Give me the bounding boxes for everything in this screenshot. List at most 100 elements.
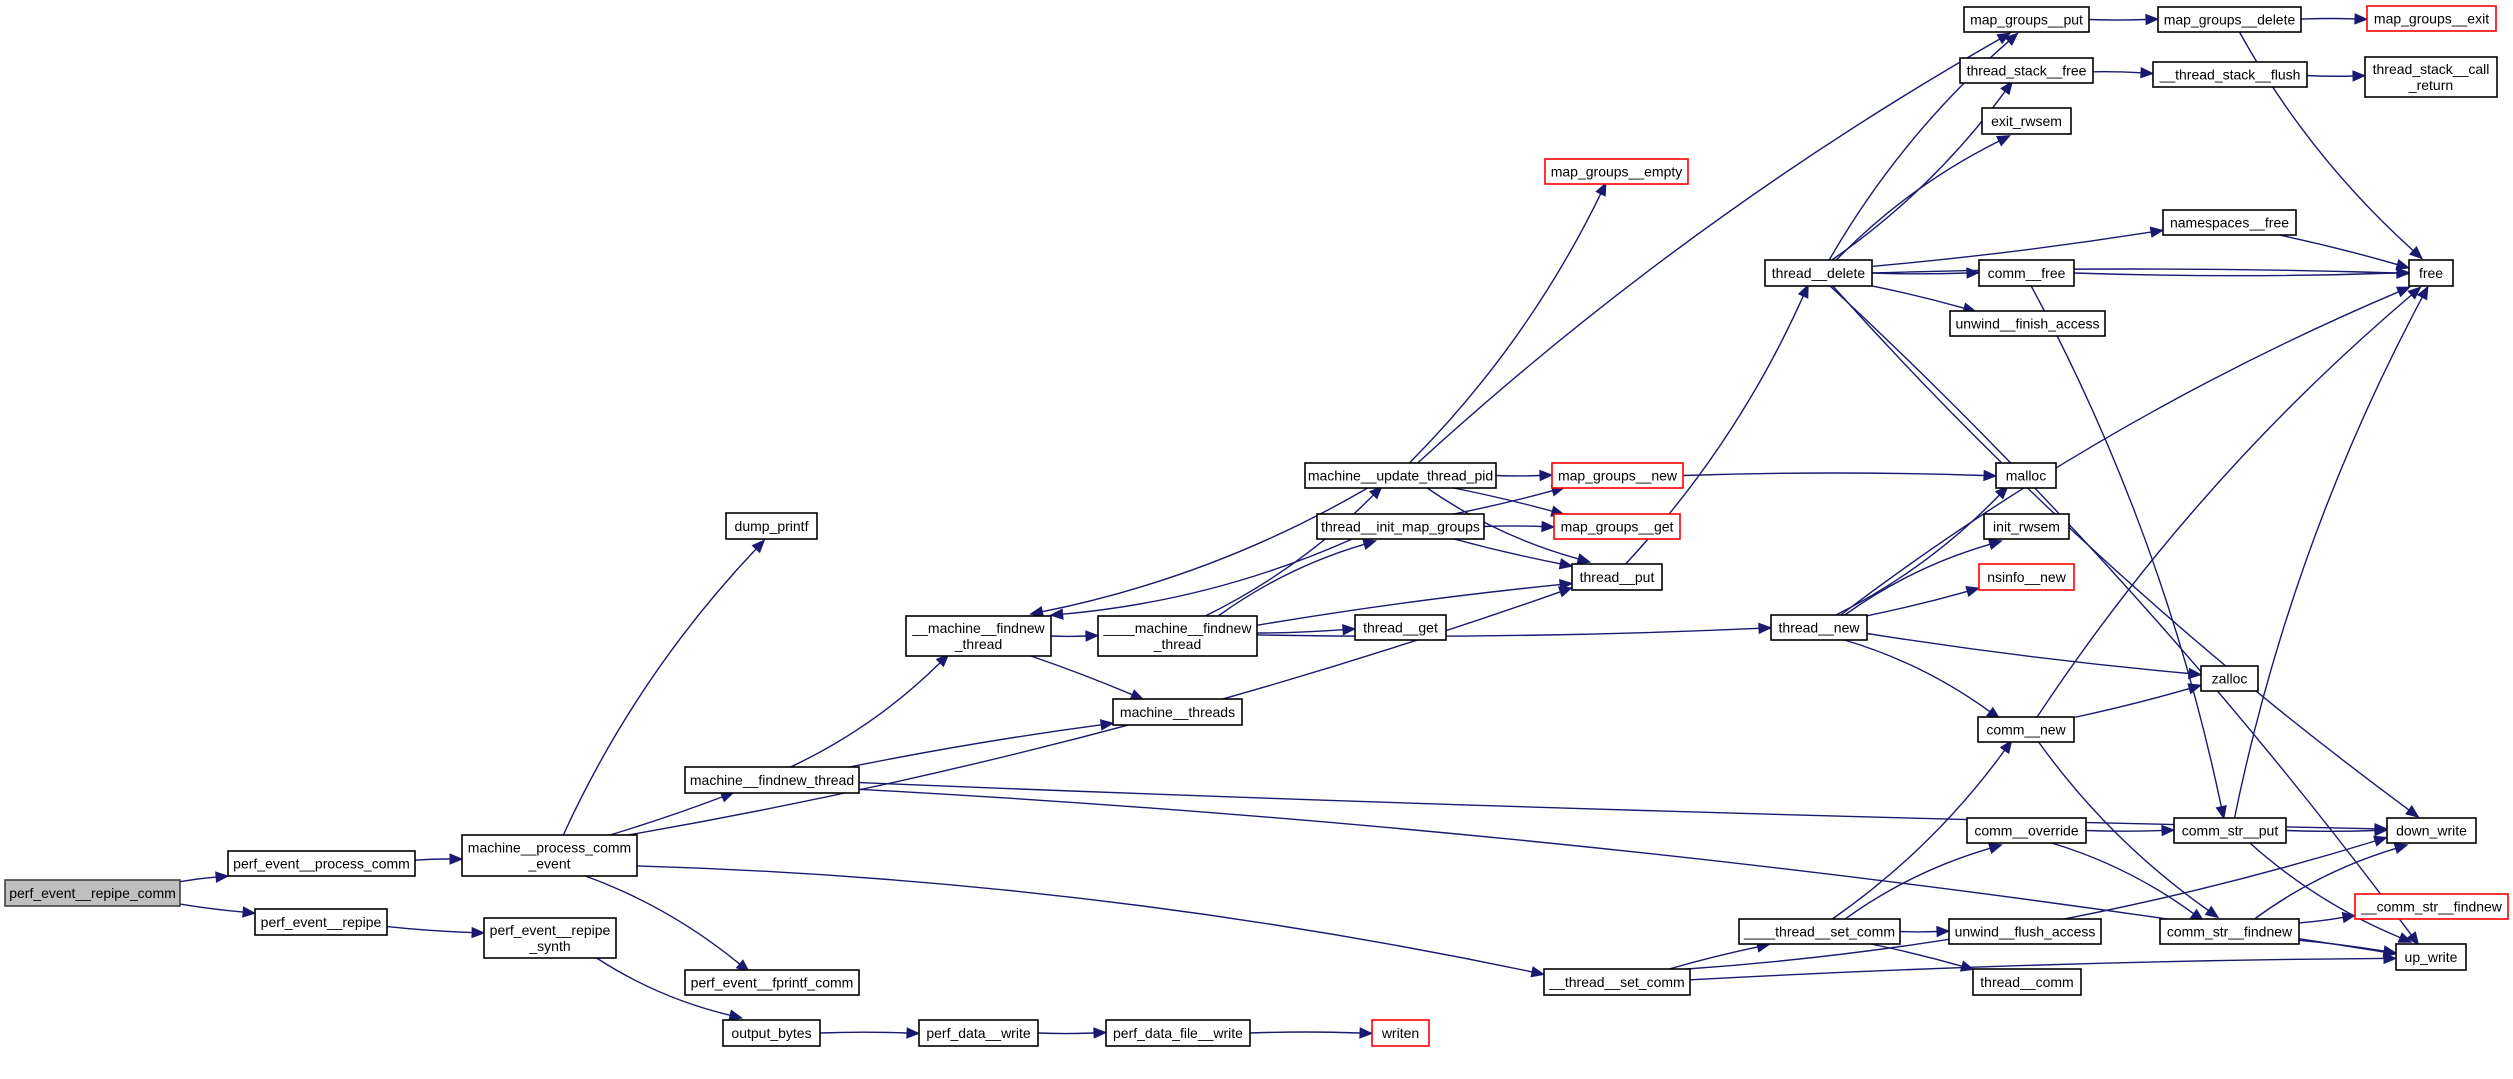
edge-line <box>179 903 244 913</box>
node-perf-event-repipe-comm[interactable]: perf_event__repipe_comm <box>4 879 181 907</box>
node-machine-process-comm-event[interactable]: machine__process_comm_event <box>461 834 638 877</box>
node-map-groups-put[interactable]: map_groups__put <box>1963 6 2090 33</box>
node-map-groups-get[interactable]: map_groups__get <box>1553 513 1681 540</box>
edge-line <box>849 724 1102 768</box>
edge-line <box>2306 74 2354 77</box>
node-label: thread_stack__call <box>2373 61 2490 77</box>
node-exit-rwsem[interactable]: exit_rwsem <box>1981 107 2072 135</box>
edge-line <box>1030 655 1133 696</box>
node-label: machine__threads <box>1120 704 1235 720</box>
edge-line <box>2036 294 2412 718</box>
node-output-bytes[interactable]: output_bytes <box>722 1019 821 1047</box>
node-perf-data-write[interactable]: perf_data__write <box>918 1019 1039 1047</box>
node-label: perf_event__repipe <box>261 914 382 930</box>
edge-line <box>1408 193 1602 464</box>
edge-machine-update-thread-pid-to-map-groups-empty <box>1408 181 1607 464</box>
arrowhead-icon <box>1576 553 1592 565</box>
node-free[interactable]: free <box>2408 259 2454 287</box>
node-map-groups-new[interactable]: map_groups__new <box>1551 462 1684 489</box>
node-comm-override[interactable]: comm__override <box>1966 817 2087 844</box>
node-map-groups-exit[interactable]: map_groups__exit <box>2366 5 2497 32</box>
node-down-write[interactable]: down_write <box>2386 817 2477 844</box>
node-machine-findnew-thread[interactable]: __machine__findnew_thread <box>905 615 1052 657</box>
node-malloc[interactable]: malloc <box>1995 462 2057 489</box>
node-map-groups-empty[interactable]: map_groups__empty <box>1544 158 1689 185</box>
node-machine-findnew-thread[interactable]: machine__findnew_thread <box>684 766 860 794</box>
arrowhead-icon <box>2383 952 2398 965</box>
edge-line <box>2254 847 2397 920</box>
node-box <box>2157 6 2302 33</box>
node-up-write[interactable]: up_write <box>2395 943 2467 971</box>
edge-line <box>2298 916 2344 924</box>
edge-line <box>1256 627 1760 637</box>
node-box <box>1995 462 2057 489</box>
node-perf-event-repipe[interactable]: perf_event__repipe <box>254 908 388 936</box>
nodes-layer: perf_event__repipe_comm perf_event__proce… <box>4 5 2509 1047</box>
node-label: _thread <box>1153 636 1201 652</box>
edge-perf-data-write-to-perf-data-file-write <box>1037 1027 1108 1039</box>
node-comm-str-findnew[interactable]: __comm_str__findnew <box>2354 893 2509 920</box>
node-unwind-finish-access[interactable]: unwind__finish_access <box>1949 310 2106 337</box>
node-thread-stack-call-return[interactable]: thread_stack__call_return <box>2364 56 2498 98</box>
node-perf-event-fprintf-comm[interactable]: perf_event__fprintf_comm <box>684 969 860 996</box>
node-machine-update-thread-pid[interactable]: machine__update_thread_pid <box>1304 462 1497 489</box>
node-thread-init-map-groups[interactable]: thread__init_map_groups <box>1316 513 1485 540</box>
node-unwind-flush-access[interactable]: unwind__flush_access <box>1948 918 2102 945</box>
edge-perf-event-repipe-comm-to-perf-event-process-comm <box>179 871 230 883</box>
node-perf-event-process-comm[interactable]: perf_event__process_comm <box>227 850 416 877</box>
node-comm-str-findnew[interactable]: comm_str__findnew <box>2159 918 2300 945</box>
node-thread-set-comm[interactable]: __thread__set_comm <box>1543 968 1691 996</box>
node-box <box>1966 817 2087 844</box>
node-label: map_groups__put <box>1970 12 2083 28</box>
arrowhead-icon <box>2406 931 2420 946</box>
edge-machine-findnew-thread-to-down-write <box>858 781 2389 835</box>
node-init-rwsem[interactable]: init_rwsem <box>1983 513 2070 540</box>
node-namespaces-free[interactable]: namespaces__free <box>2162 209 2297 236</box>
node-machine-findnew-thread[interactable]: ____machine__findnew_thread <box>1097 615 1258 657</box>
node-thread-set-comm[interactable]: ____thread__set_comm <box>1738 918 1901 945</box>
edge-machine-findnew-thread-to-machine-update-thread-pid <box>1204 485 1383 617</box>
node-machine-threads[interactable]: machine__threads <box>1112 698 1243 726</box>
edge-line <box>1871 231 2152 268</box>
node-comm-free[interactable]: comm__free <box>1978 259 2075 287</box>
node-label: __machine__findnew <box>911 620 1045 636</box>
node-perf-event-repipe-synth[interactable]: perf_event__repipe_synth <box>483 917 617 959</box>
edge-thread-new-to-malloc <box>1835 485 2009 616</box>
node-map-groups-delete[interactable]: map_groups__delete <box>2157 6 2302 33</box>
node-comm-new[interactable]: comm__new <box>1977 716 2075 743</box>
arrowhead-icon <box>1999 739 2013 755</box>
node-thread-stack-free[interactable]: thread_stack__free <box>1959 57 2094 84</box>
edge-comm-str-put-to-down-write <box>2285 824 2389 837</box>
arrowhead-icon <box>728 1009 744 1021</box>
node-writen[interactable]: writen <box>1371 1019 1430 1047</box>
arrowhead-icon <box>1959 960 1975 972</box>
node-box <box>461 834 638 877</box>
node-label: comm__override <box>1974 823 2078 839</box>
edge-map-groups-delete-to-map-groups-exit <box>2300 13 2369 25</box>
node-dump-printf[interactable]: dump_printf <box>725 512 818 540</box>
node-label: comm_str__findnew <box>2167 924 2293 940</box>
edge-thread-new-to-nsinfo-new <box>1866 586 1981 617</box>
node-thread-stack-flush[interactable]: __thread_stack__flush <box>2152 61 2308 88</box>
arrowhead-icon <box>751 539 766 554</box>
arrowhead-icon <box>2407 286 2422 300</box>
node-perf-data-file-write[interactable]: perf_data_file__write <box>1105 1019 1251 1047</box>
node-thread-get[interactable]: thread__get <box>1354 614 1447 641</box>
edge-line <box>1689 957 2385 981</box>
edge-line <box>1417 38 2000 464</box>
node-comm-str-put[interactable]: comm_str__put <box>2173 817 2287 844</box>
arrowhead-icon <box>449 853 464 865</box>
node-thread-put[interactable]: thread__put <box>1571 563 1663 591</box>
edge-line <box>2051 842 2195 915</box>
node-label: perf_event__process_comm <box>233 856 410 872</box>
node-zalloc[interactable]: zalloc <box>2200 665 2259 692</box>
node-box <box>1371 1019 1430 1047</box>
node-box <box>483 917 617 959</box>
edge-comm-free-to-free <box>2073 267 2411 279</box>
node-thread-delete[interactable]: thread__delete <box>1764 259 1873 287</box>
node-nsinfo-new[interactable]: nsinfo__new <box>1978 563 2075 591</box>
arrowhead-icon <box>2188 667 2203 680</box>
node-thread-new[interactable]: thread__new <box>1770 614 1868 641</box>
node-thread-comm[interactable]: thread__comm <box>1972 968 2082 996</box>
node-box <box>2354 893 2509 920</box>
